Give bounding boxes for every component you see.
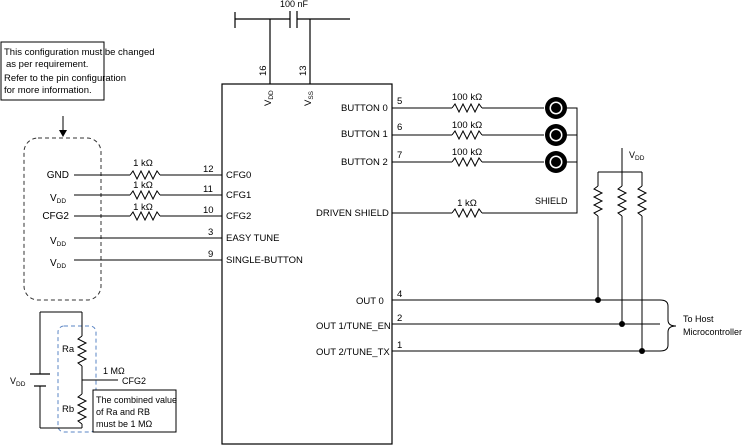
pullup-network: VDD [592,148,648,354]
right-pin-label: OUT 2/TUNE_TX [316,347,390,358]
divider-note-line: The combined value [96,395,177,405]
divider-note-line: of Ra and RB [96,407,150,417]
left-pin-source: VDD [50,236,66,248]
right-pin-num: 1 [397,340,402,351]
host-label-line: Microcontroller [683,327,742,337]
divider-total-label: 1 MΩ [103,366,125,376]
vss-pin-num: 13 [298,65,309,76]
host-brace [659,299,677,352]
left-pin-num: 3 [208,227,213,238]
left-pin-easy-tune: VDD 3 EASY TUNE [50,227,280,248]
right-pin-out0: OUT 0 4 [356,289,660,307]
right-pin-out2: OUT 2/TUNE_TX 1 [316,340,660,358]
shield-bracket [482,107,578,214]
config-group-outline [23,137,102,301]
right-pin-label: DRIVEN SHIELD [316,208,389,219]
right-pin-label: BUTTON 0 [341,103,388,114]
right-pin-resistor-value: 1 kΩ [457,198,477,209]
right-pin-label: BUTTON 2 [341,157,388,168]
right-pin-resistor-value: 100 kΩ [452,147,482,158]
left-pin-cfg2: CFG2 1 kΩ 10 CFG2 [42,202,251,222]
right-pin-label: OUT 0 [356,296,384,307]
right-pin-num: 5 [397,96,402,107]
divider-note-line: must be 1 MΩ [96,419,153,429]
svg-text:VDD: VDD [263,90,275,106]
left-pin-resistor-value: 1 kΩ [133,180,153,191]
left-pin-label: CFG2 [226,211,251,222]
right-pin-label: BUTTON 1 [341,129,388,140]
pullup-vdd-label: VDD [629,150,645,162]
left-pin-label: SINGLE-BUTTON [226,255,303,266]
left-pin-num: 9 [208,249,213,260]
config-note-line: Refer to the pin configuration [4,73,126,84]
left-pin-source: VDD [50,193,66,205]
left-pin-cfg0: GND 1 kΩ 12 CFG0 [47,158,252,181]
left-pin-num: 10 [203,205,214,216]
left-pin-resistor-value: 1 kΩ [133,202,153,213]
divider-rb-label: Rb [62,404,74,415]
right-pin-resistor-value: 100 kΩ [452,92,482,103]
right-pin-num: 7 [397,150,402,161]
vdd-pin-label: VDD [263,90,275,106]
divider-ra-label: Ra [62,344,75,355]
right-pin-button1: BUTTON 1 6 100 kΩ [341,120,544,141]
divider-vdd-label: VDD [10,376,26,388]
left-pin-cfg1: VDD 1 kΩ 11 CFG1 [50,180,251,205]
right-pin-num: 4 [397,289,402,300]
touch-electrode-icon [545,124,567,146]
left-pin-source: GND [47,170,69,181]
right-pin-out1: OUT 1/TUNE_EN 2 [316,313,660,332]
config-note-line: as per requirement. [6,59,88,70]
right-pin-label: OUT 1/TUNE_EN [316,321,391,332]
left-pin-source: CFG2 [42,211,69,222]
divider-outline [57,325,97,433]
decoupling-capacitor: 100 nF [234,0,350,28]
cap-value: 100 nF [280,0,309,9]
touch-electrode-icon [545,151,567,173]
vdd-pin-num: 16 [258,65,269,76]
config-note-box [0,41,105,101]
left-pin-num: 11 [203,184,213,195]
right-pin-num: 2 [397,313,402,324]
config-note: This configuration must be changed as pe… [0,41,155,101]
divider-out-label: CFG2 [122,376,146,386]
left-pin-label: EASY TUNE [226,233,280,244]
config-note-line: This configuration must be changed [4,47,155,58]
vss-pin-label: VSS [303,90,315,106]
ic-body [221,83,393,445]
left-pin-resistor-value: 1 kΩ [133,158,153,169]
right-pin-driven-shield: DRIVEN SHIELD 1 kΩ [316,198,483,219]
right-pin-button0: BUTTON 0 5 100 kΩ [341,92,544,114]
left-pin-single-button: VDD 9 SINGLE-BUTTON [50,249,303,270]
shield-label: SHIELD [535,196,568,206]
right-pin-resistor-value: 100 kΩ [452,120,482,131]
left-pin-label: CFG1 [226,190,251,201]
host-label-line: To Host [683,314,714,324]
divider-note: The combined value of Ra and RB must be … [92,389,177,433]
right-pin-button2: BUTTON 2 7 100 kΩ [341,147,544,168]
touch-electrode-icon [545,97,567,119]
svg-text:VSS: VSS [303,90,315,106]
divider-note-box [92,389,177,433]
left-pin-source: VDD [50,258,66,270]
right-pin-num: 6 [397,122,402,133]
divider-circuit: VDD Ra Rb 1 MΩ CFG2 [10,311,146,433]
left-pin-label: CFG0 [226,170,251,181]
left-pin-num: 12 [203,164,214,175]
note-arrow [59,116,67,137]
config-note-line: for more information. [4,85,92,96]
